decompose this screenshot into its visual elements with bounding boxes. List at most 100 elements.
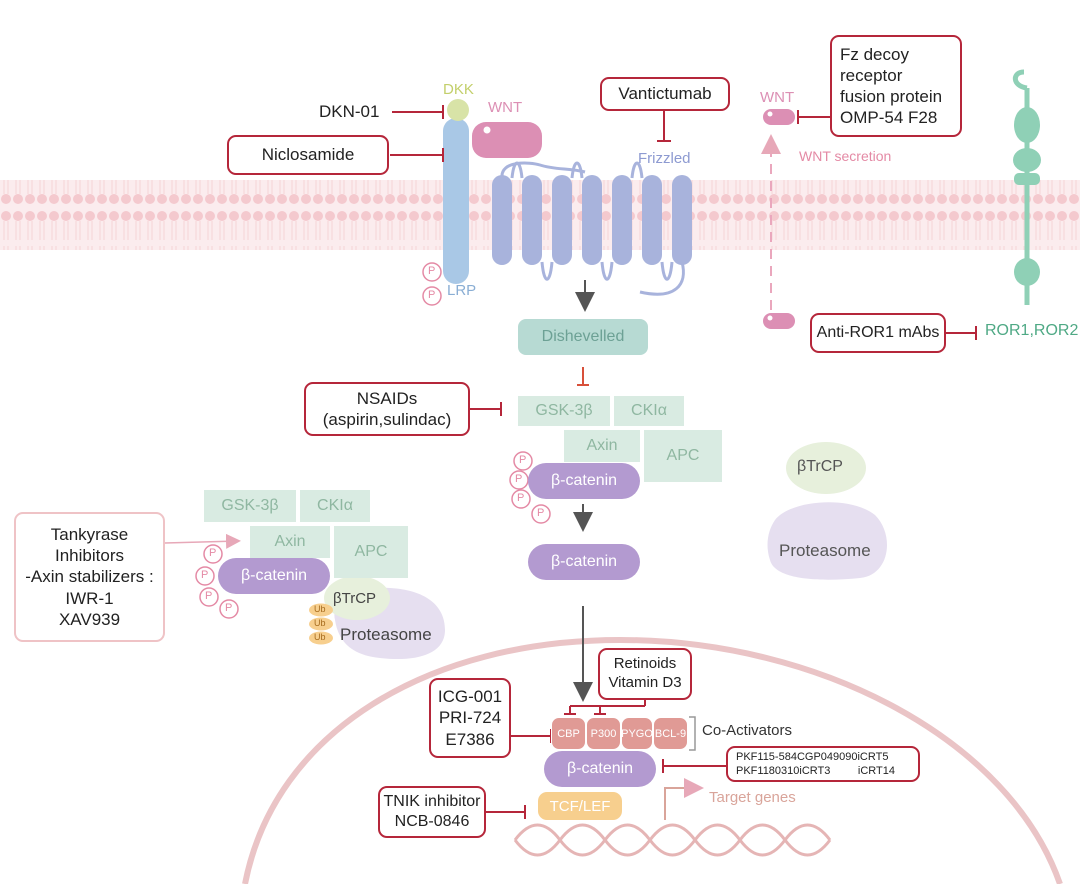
tankyrase-line-5: XAV939 (58, 609, 121, 629)
btrcp-right-shape (786, 442, 866, 494)
left-p-3: P (205, 590, 213, 602)
btrcp-left-label: βTrCP (333, 590, 377, 607)
icg-box: ICG-001 PRI-724 E7386 (429, 678, 511, 758)
dkk-ligand (447, 99, 469, 121)
frizzled-label: Frizzled (638, 150, 691, 167)
left-p-2: P (201, 569, 209, 581)
icg-line-3: E7386 (445, 729, 495, 749)
beta-catenin-free: β-catenin (528, 544, 640, 580)
fz-decoy-line-3: fusion protein (840, 87, 943, 106)
lrp-label: LRP (447, 282, 477, 299)
ub-1: Ub (314, 604, 326, 614)
lrp-phospho-groups (422, 262, 442, 306)
pkf-line-1: PKF115-584CGP049090iCRT5 (736, 750, 889, 763)
icg-line-2: PRI-724 (438, 708, 502, 728)
left-phospho-groups (195, 544, 239, 619)
secreted-wnt-outer (763, 109, 795, 125)
tankyrase-line-4: IWR-1 (65, 588, 114, 608)
tankyrase-line-1: Tankyrase (50, 524, 129, 544)
coactivator-pygo: PYGO (621, 717, 653, 750)
dna-helix (513, 823, 832, 857)
btrcp-right-label: βTrCP (797, 458, 843, 475)
ror-receptor (1012, 69, 1041, 305)
beta-catenin-nuclear: β-catenin (544, 751, 656, 787)
wnt-label: WNT (488, 99, 523, 116)
wnt-secretion-label: WNT secretion (799, 148, 892, 164)
lrp-p-1: P (428, 265, 436, 277)
tankyrase-box: Tankyrase Inhibitors -Axin stabilizers :… (14, 512, 165, 642)
apc-left: APC (334, 526, 408, 578)
gsk3b-center: GSK-3β (518, 396, 610, 426)
nsaids-box: NSAIDs (aspirin,sulindac) (304, 382, 470, 436)
coactivators-label: Co-Activators (702, 722, 793, 739)
retinoids-line-1: Retinoids (613, 655, 677, 673)
nuclear-envelope (242, 636, 1063, 884)
icg-line-1: ICG-001 (437, 687, 503, 707)
pkf-line-2: PKF1180310iCRT3 iCRT14 (736, 765, 895, 777)
center-p-4: P (537, 507, 545, 519)
center-p-1: P (519, 454, 527, 466)
pkf-box: PKF115-584CGP049090iCRT5 PKF1180310iCRT3… (726, 746, 920, 782)
apc-center: APC (644, 430, 722, 482)
inhibitor-lines (390, 105, 977, 819)
retinoids-box: Retinoids Vitamin D3 (598, 648, 692, 700)
lrp-p-2: P (428, 289, 436, 301)
frizzled-receptor (492, 175, 692, 265)
nsaids-line-1: NSAIDs (356, 388, 418, 408)
wnt-ligand (472, 122, 542, 158)
ub-3: Ub (314, 632, 326, 642)
dishevelled: Dishevelled (518, 319, 648, 355)
beta-catenin-left: β-catenin (218, 558, 330, 594)
lrp-receptor (443, 118, 469, 284)
center-p-2: P (515, 473, 523, 485)
tnik-line-2: NCB-0846 (394, 813, 470, 830)
dkk-label: DKK (443, 81, 474, 98)
dkn01-label: DKN-01 (319, 102, 380, 121)
anti-ror1-text: Anti-ROR1 mAbs (816, 324, 940, 341)
niclosamide-text: Niclosamide (261, 145, 355, 165)
left-p-1: P (209, 547, 217, 559)
tnik-line-1: TNIK inhibitor (383, 793, 481, 810)
proteasome-right-label: Proteasome (779, 541, 871, 560)
tankyrase-line-3: -Axin stabilizers : (25, 567, 154, 587)
secreted-wnt-label: WNT (760, 89, 795, 106)
vantictumab-box: Vantictumab (600, 77, 730, 111)
fz-decoy-box: Fz decoy receptor fusion protein OMP-54 … (830, 35, 962, 137)
proteasome-left-label: Proteasome (340, 625, 432, 644)
coactivator-bcl9: BCL-9 (653, 717, 688, 750)
target-gene-arrow (664, 778, 704, 820)
wnt-dot (483, 126, 491, 134)
vantictumab-text: Vantictumab (618, 84, 712, 104)
gsk3b-left: GSK-3β (204, 490, 296, 522)
fz-decoy-line-2: receptor (840, 65, 903, 85)
ck1a-left: CKIα (300, 490, 370, 522)
secreted-wnt-inner (763, 313, 795, 329)
target-genes-label: Target genes (709, 789, 796, 806)
left-p-4: P (225, 602, 233, 614)
coactivator-cbp: CBP (551, 717, 586, 750)
tankyrase-arrow (164, 533, 241, 549)
tankyrase-line-2: Inhibitors (55, 546, 124, 566)
beta-catenin-bound-center: β-catenin (528, 463, 640, 499)
fz-decoy-line-4: OMP-54 F28 (840, 108, 938, 128)
ubiquitin-chain (309, 603, 333, 645)
center-p-3: P (517, 492, 525, 504)
niclosamide-box: Niclosamide (227, 135, 389, 175)
coactivator-p300: P300 (586, 717, 621, 750)
ub-2: Ub (314, 618, 326, 628)
tcf-lef: TCF/LEF (538, 792, 622, 820)
tnik-box: TNIK inhibitor NCB-0846 (378, 786, 486, 838)
coactivator-bracket (689, 716, 696, 751)
fz-decoy-line-1: Fz decoy (840, 44, 909, 64)
axin-left: Axin (250, 526, 330, 558)
btrcp-left-shape (324, 576, 390, 620)
axin-center: Axin (564, 430, 640, 462)
frizzled-loops (500, 161, 685, 296)
proteasome-right-shape (767, 502, 887, 580)
anti-ror1-box: Anti-ROR1 mAbs (810, 313, 946, 353)
ck1a-center: CKIα (614, 396, 684, 426)
nsaids-line-2: (aspirin,sulindac) (322, 410, 452, 429)
ror-label: ROR1,ROR2 (985, 322, 1079, 339)
